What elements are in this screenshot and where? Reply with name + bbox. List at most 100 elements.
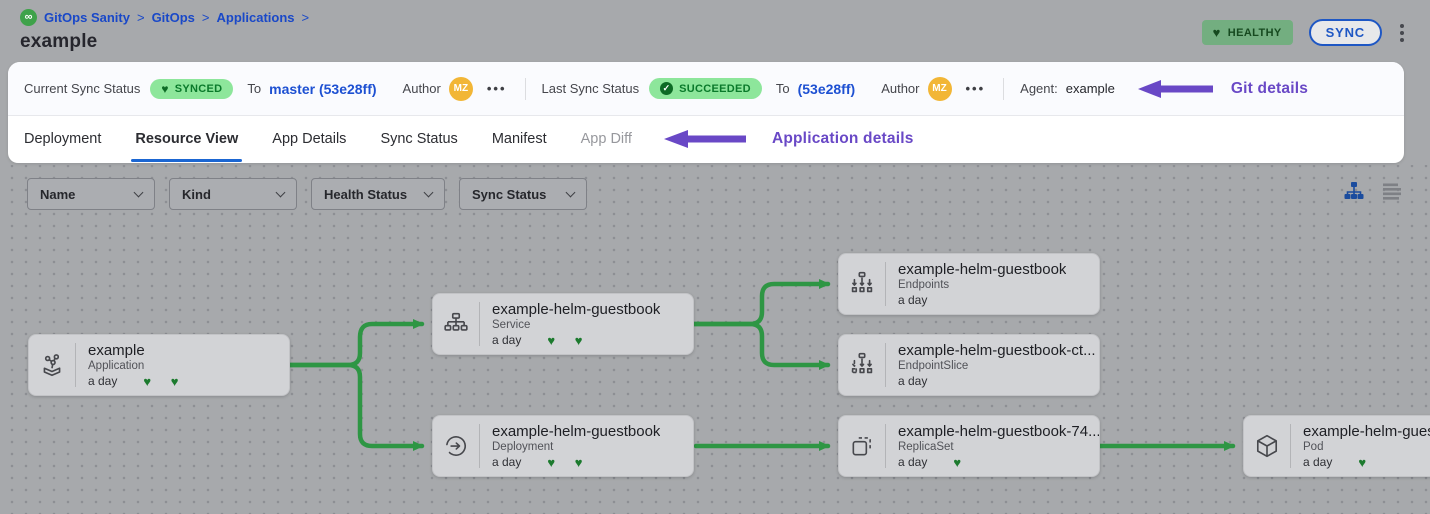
annotation-arrow-left-icon bbox=[1137, 79, 1213, 98]
last-author-label: Author bbox=[881, 81, 920, 96]
health-status-filter-dropdown[interactable]: Health Status bbox=[311, 178, 445, 210]
chevron-down-icon bbox=[275, 187, 286, 198]
current-author-label: Author bbox=[402, 81, 441, 96]
current-more-icon[interactable]: ••• bbox=[486, 81, 507, 96]
tab-app-details[interactable]: App Details bbox=[272, 131, 347, 147]
node-kind: ReplicaSet bbox=[897, 441, 954, 453]
view-toggle bbox=[1344, 181, 1402, 201]
last-author-avatar: MZ bbox=[927, 76, 952, 101]
agent-label: Agent: bbox=[1020, 81, 1058, 96]
tree-edges bbox=[287, 279, 1236, 451]
divider bbox=[75, 343, 76, 387]
node-title: example-helm-guest bbox=[1303, 423, 1430, 440]
divider bbox=[885, 343, 886, 387]
chevron-down-icon bbox=[565, 187, 576, 198]
node-application-example[interactable]: example Application a day ♥ ♥ bbox=[28, 334, 290, 396]
sync-status-filter-label: Sync Status bbox=[472, 186, 547, 202]
tab-manifest[interactable]: Manifest bbox=[491, 131, 547, 147]
replicaset-icon bbox=[839, 433, 885, 459]
name-filter-label: Name bbox=[40, 186, 76, 202]
heart-icon: ♥ bbox=[1212, 25, 1221, 40]
breadcrumb-gitops-sanity[interactable]: GitOps Sanity bbox=[44, 10, 130, 25]
tree-view-icon[interactable] bbox=[1344, 181, 1364, 201]
divider bbox=[524, 77, 526, 100]
breadcrumb-separator: > bbox=[201, 10, 210, 25]
breadcrumb: ∞ GitOps Sanity > GitOps > Applications … bbox=[20, 9, 1410, 26]
node-title: example-helm-guestbook bbox=[898, 261, 1067, 278]
tab-deployment[interactable]: Deployment bbox=[24, 131, 102, 147]
health-heart-icons: ♥ ♥ bbox=[143, 373, 179, 388]
filter-bar: Name Kind Health Status Sync Status bbox=[27, 178, 587, 210]
node-pod[interactable]: example-helm-guest Pod a day ♥ bbox=[1243, 415, 1430, 477]
sync-button[interactable]: SYNC bbox=[1308, 19, 1382, 46]
node-age: a day bbox=[897, 455, 928, 469]
last-sync-status-label: Last Sync Status bbox=[541, 81, 640, 96]
agent-value: example bbox=[1065, 81, 1115, 96]
node-title: example-helm-guestbook bbox=[492, 301, 661, 318]
page-title: example bbox=[20, 31, 98, 52]
node-age: a day bbox=[492, 333, 522, 347]
node-title: example-helm-guestbook-ct... bbox=[898, 342, 1096, 359]
endpoints-icon bbox=[839, 271, 885, 297]
node-kind: Service bbox=[492, 319, 531, 331]
node-age: a day bbox=[1303, 455, 1333, 469]
name-filter-dropdown[interactable]: Name bbox=[27, 178, 155, 210]
gitops-logo-icon: ∞ bbox=[20, 9, 37, 26]
breadcrumb-separator: > bbox=[301, 10, 310, 25]
divider bbox=[885, 424, 886, 468]
check-circle-icon: ✓ bbox=[660, 82, 674, 95]
divider bbox=[479, 424, 480, 468]
pod-icon bbox=[1244, 433, 1290, 459]
endpointslice-icon bbox=[839, 352, 885, 378]
divider bbox=[479, 302, 480, 346]
chevron-down-icon bbox=[133, 187, 144, 198]
sync-status-bar: Current Sync Status ♥ SYNCED To master (… bbox=[8, 62, 1404, 116]
node-deployment[interactable]: example-helm-guestbook Deployment a day … bbox=[432, 415, 694, 477]
breadcrumb-gitops[interactable]: GitOps bbox=[151, 10, 195, 25]
last-to-label: To bbox=[775, 81, 790, 96]
app-details-card: Current Sync Status ♥ SYNCED To master (… bbox=[8, 62, 1404, 163]
node-title: example bbox=[88, 342, 145, 359]
health-badge-label: HEALTHY bbox=[1227, 26, 1282, 39]
kind-filter-label: Kind bbox=[182, 186, 211, 202]
application-icon bbox=[29, 352, 75, 378]
list-view-icon[interactable] bbox=[1382, 181, 1402, 201]
more-menu-icon[interactable] bbox=[1398, 22, 1406, 44]
node-age: a day bbox=[898, 374, 928, 388]
node-endpointslice[interactable]: example-helm-guestbook-ct... EndpointSli… bbox=[838, 334, 1100, 396]
resource-tree-canvas[interactable]: Name Kind Health Status Sync Status bbox=[0, 165, 1430, 514]
tab-app-diff[interactable]: App Diff bbox=[580, 131, 632, 147]
heart-icon: ♥ bbox=[161, 81, 169, 96]
node-service[interactable]: example-helm-guestbook Service a day ♥ ♥ bbox=[432, 293, 694, 355]
git-details-annotation: Git details bbox=[1230, 79, 1309, 97]
synced-badge-label: SYNCED bbox=[174, 82, 223, 95]
last-more-icon[interactable]: ••• bbox=[965, 81, 986, 96]
kind-filter-dropdown[interactable]: Kind bbox=[169, 178, 297, 210]
node-kind: Deployment bbox=[492, 441, 554, 453]
succeeded-badge-label: SUCCEEDED bbox=[679, 82, 751, 95]
tab-resource-view[interactable]: Resource View bbox=[131, 116, 243, 162]
divider bbox=[885, 262, 886, 306]
tab-sync-status[interactable]: Sync Status bbox=[380, 131, 458, 147]
node-kind: Endpoints bbox=[898, 279, 950, 291]
top-header: ∞ GitOps Sanity > GitOps > Applications … bbox=[0, 0, 1430, 62]
health-heart-icons: ♥ ♥ bbox=[547, 454, 583, 469]
node-title: example-helm-guestbook-74... bbox=[897, 423, 1099, 440]
deployment-icon bbox=[433, 433, 479, 459]
health-status-filter-label: Health Status bbox=[324, 186, 408, 202]
node-kind: EndpointSlice bbox=[898, 360, 969, 372]
breadcrumb-applications[interactable]: Applications bbox=[216, 10, 295, 25]
node-endpoints[interactable]: example-helm-guestbook Endpoints a day bbox=[838, 253, 1100, 315]
synced-badge: ♥ SYNCED bbox=[150, 78, 234, 99]
health-heart-icons: ♥ bbox=[1358, 454, 1367, 469]
sync-status-filter-dropdown[interactable]: Sync Status bbox=[459, 178, 587, 210]
current-to-label: To bbox=[247, 81, 262, 96]
current-author-avatar: MZ bbox=[448, 76, 473, 101]
succeeded-badge: ✓ SUCCEEDED bbox=[649, 78, 762, 99]
health-heart-icons: ♥ ♥ bbox=[547, 332, 583, 347]
current-commit-link[interactable]: master (53e28ff) bbox=[269, 80, 377, 97]
tab-bar: Deployment Resource View App Details Syn… bbox=[8, 116, 1404, 162]
node-replicaset[interactable]: example-helm-guestbook-74... ReplicaSet … bbox=[838, 415, 1100, 477]
chevron-down-icon bbox=[423, 187, 434, 198]
last-commit-link[interactable]: (53e28ff) bbox=[797, 80, 856, 97]
